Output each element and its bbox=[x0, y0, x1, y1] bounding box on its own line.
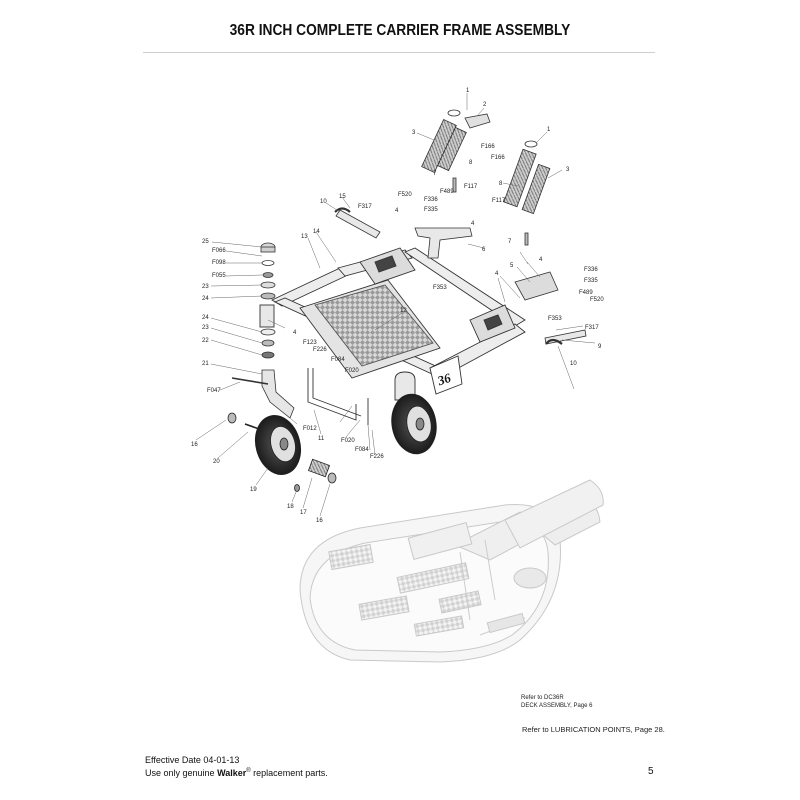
footer-reg: ® bbox=[246, 768, 251, 774]
callout-10b: 10 bbox=[570, 361, 577, 367]
callout-f335b: F335 bbox=[584, 278, 598, 284]
callout-7a: 7 bbox=[433, 171, 437, 177]
footer-brand: Walker bbox=[217, 768, 247, 778]
callout-24a: 24 bbox=[202, 296, 209, 302]
callout-12: 12 bbox=[400, 308, 407, 314]
callout-9: 9 bbox=[598, 344, 602, 350]
callout-16b: 16 bbox=[316, 518, 323, 524]
callout-7b: 7 bbox=[508, 239, 512, 245]
callout-4a: 4 bbox=[395, 208, 399, 214]
caster-wheels bbox=[227, 393, 437, 492]
page-footer: Effective Date 04-01-13 Use only genuine… bbox=[145, 755, 328, 779]
callout-f226a: F226 bbox=[313, 347, 327, 353]
deck-ref-line1: Refer to DC36R bbox=[521, 695, 564, 701]
callout-16a: 16 bbox=[191, 442, 198, 448]
footer-post: replacement parts. bbox=[250, 768, 328, 778]
callout-f520a: F520 bbox=[398, 192, 412, 198]
callout-17: 17 bbox=[300, 510, 307, 516]
frame-badge: 36 bbox=[435, 370, 453, 389]
callout-f123: F123 bbox=[303, 340, 317, 346]
callout-3b: 3 bbox=[566, 167, 570, 173]
title-divider bbox=[143, 52, 655, 53]
callout-4b: 4 bbox=[471, 221, 475, 227]
callout-f336b: F336 bbox=[584, 267, 598, 273]
callout-f084b: F084 bbox=[355, 447, 369, 453]
callout-23b: 23 bbox=[202, 325, 209, 331]
callout-24b: 24 bbox=[202, 315, 209, 321]
page-number: 5 bbox=[648, 766, 654, 777]
callout-f047: F047 bbox=[207, 388, 221, 394]
callout-18: 18 bbox=[287, 504, 294, 510]
callout-6: 6 bbox=[482, 247, 486, 253]
callout-8b: 8 bbox=[499, 181, 503, 187]
effective-date: Effective Date 04-01-13 bbox=[145, 755, 240, 765]
callout-f317b: F317 bbox=[585, 325, 599, 331]
lift-lever bbox=[334, 207, 587, 345]
callout-23a: 23 bbox=[202, 284, 209, 290]
callout-f012: F012 bbox=[303, 426, 317, 432]
callout-14: 14 bbox=[313, 229, 320, 235]
callout-f353a: F353 bbox=[433, 285, 447, 291]
callout-19: 19 bbox=[250, 487, 257, 493]
callout-4d: 4 bbox=[495, 271, 499, 277]
callout-4e: 4 bbox=[293, 330, 297, 336]
callout-f489b: F489 bbox=[579, 290, 593, 296]
genuine-parts-note: Use only genuine Walker® replacement par… bbox=[145, 766, 328, 779]
callout-f117a: F117 bbox=[464, 184, 478, 190]
callout-f336a: F336 bbox=[424, 197, 438, 203]
callout-leaders bbox=[195, 93, 596, 517]
callout-labels: 1 2 3 F166 F166 8 1 3 8 F117 F117 7 F520… bbox=[191, 88, 604, 524]
callout-f020a: F020 bbox=[345, 368, 359, 374]
callout-3a: 3 bbox=[412, 130, 416, 136]
callout-15: 15 bbox=[339, 194, 346, 200]
callout-f489a: F489 bbox=[440, 189, 454, 195]
carrier-frame bbox=[259, 247, 526, 401]
callout-f117b: F117 bbox=[492, 198, 506, 204]
callout-f066: F066 bbox=[212, 248, 226, 254]
callout-f226b: F226 bbox=[370, 454, 384, 460]
callout-f098: F098 bbox=[212, 260, 226, 266]
callout-f055: F055 bbox=[212, 273, 226, 279]
callout-f166a: F166 bbox=[481, 144, 495, 150]
callout-5: 5 bbox=[510, 263, 514, 269]
callout-f317a: F317 bbox=[358, 204, 372, 210]
deck-ref-line2: DECK ASSEMBLY, Page 6 bbox=[521, 703, 593, 709]
callout-f020b: F020 bbox=[341, 438, 355, 444]
callout-22: 22 bbox=[202, 338, 209, 344]
callout-20: 20 bbox=[213, 459, 220, 465]
callout-21: 21 bbox=[202, 361, 209, 367]
callout-f084a: F084 bbox=[331, 357, 345, 363]
callout-1a: 1 bbox=[466, 88, 470, 94]
callout-f520b: F520 bbox=[590, 297, 604, 303]
mower-deck-ghost bbox=[299, 479, 604, 663]
callout-13: 13 bbox=[301, 234, 308, 240]
callout-f353b: F353 bbox=[548, 316, 562, 322]
callout-25: 25 bbox=[202, 239, 209, 245]
callout-1b: 1 bbox=[547, 127, 551, 133]
callout-2: 2 bbox=[483, 102, 487, 108]
callout-10a: 10 bbox=[320, 199, 327, 205]
u-bracket bbox=[307, 368, 369, 425]
callout-4c: 4 bbox=[539, 257, 543, 263]
deck-reference: Refer to DC36R DECK ASSEMBLY, Page 6 bbox=[521, 694, 592, 710]
footer-pre: Use only genuine bbox=[145, 768, 218, 778]
callout-11: 11 bbox=[318, 436, 325, 442]
lift-springs bbox=[421, 109, 551, 246]
callout-f335a: F335 bbox=[424, 207, 438, 213]
lubrication-reference: Refer to LUBRICATION POINTS, Page 28. bbox=[522, 725, 665, 734]
callout-f166b: F166 bbox=[491, 155, 505, 161]
page-title: 36R INCH COMPLETE CARRIER FRAME ASSEMBLY bbox=[229, 22, 571, 39]
left-caster-stack bbox=[231, 242, 295, 419]
callout-8a: 8 bbox=[469, 160, 473, 166]
